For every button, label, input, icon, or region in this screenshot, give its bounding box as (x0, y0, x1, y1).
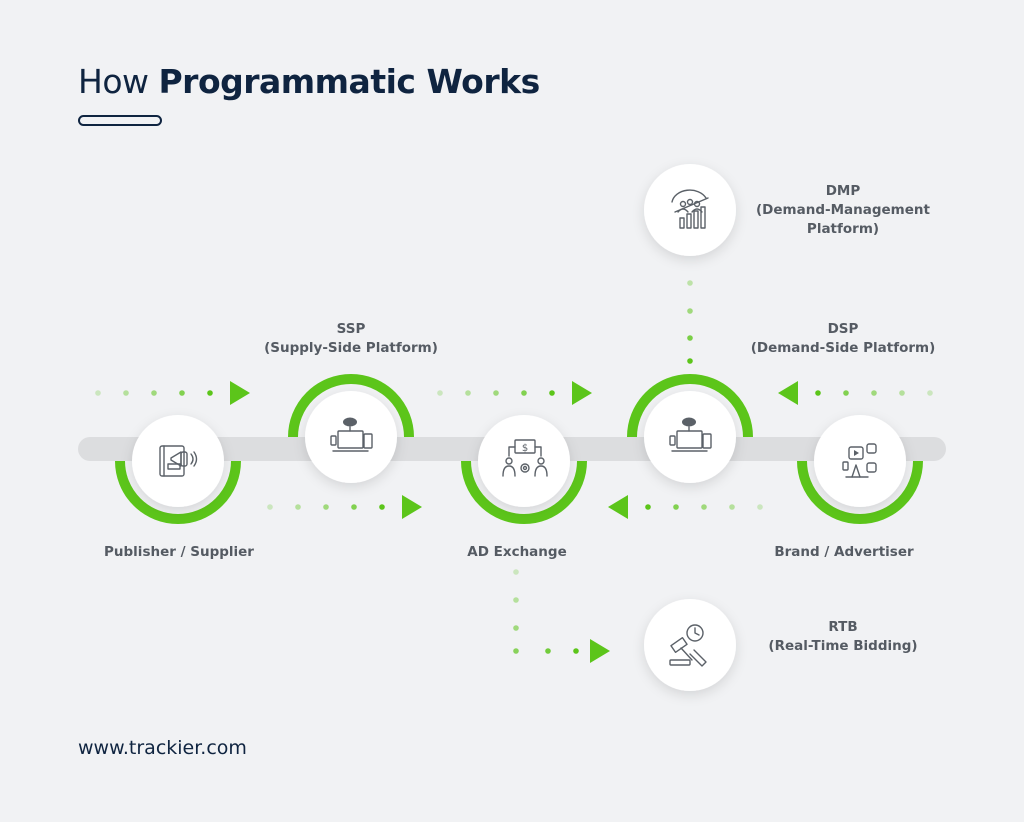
label-brand-text: Brand / Advertiser (774, 544, 914, 560)
megaphone-book-icon (159, 445, 198, 477)
footer-url: www.trackier.com (78, 737, 247, 759)
label-rtb-line1: RTB (828, 619, 858, 635)
devices-icon (330, 417, 373, 452)
label-ssp: SSP (Supply-Side Platform) (246, 320, 456, 358)
node-dsp (627, 374, 753, 483)
label-brand: Brand / Advertiser (762, 543, 926, 562)
analytics-growth-icon (671, 189, 709, 229)
arrow-brand-to-dsp (778, 381, 933, 405)
arrow-exchange-to-rtb (513, 569, 610, 663)
page-title: How Programmatic Works (78, 62, 540, 101)
svg-text:$: $ (522, 443, 528, 454)
label-exchange: AD Exchange (450, 543, 584, 562)
title-underline (78, 115, 162, 126)
label-publisher-text: Publisher / Supplier (104, 544, 254, 560)
label-dsp: DSP (Demand-Side Platform) (738, 320, 948, 358)
label-exchange-text: AD Exchange (467, 544, 567, 560)
arrow-ssp-return (267, 495, 422, 519)
title-bold: Programmatic Works (158, 62, 540, 101)
label-dsp-line1: DSP (827, 321, 859, 337)
connector-dmp-to-dsp (687, 280, 693, 364)
label-dmp-line2: (Demand-Management (756, 202, 930, 218)
gavel-icon (669, 624, 707, 667)
label-dsp-line2: (Demand-Side Platform) (750, 340, 936, 356)
devices-icon (669, 417, 712, 452)
node-ad-exchange: $ (461, 415, 587, 524)
title-light: How (78, 62, 159, 101)
arrow-publisher-to-ssp (95, 381, 250, 405)
label-dmp: DMP (Demand-Management Platform) (748, 182, 938, 239)
label-ssp-line2: (Supply-Side Platform) (264, 340, 438, 356)
label-rtb-line2: (Real-Time Bidding) (768, 638, 918, 654)
arrow-dsp-to-exchange (608, 495, 763, 519)
label-publisher: Publisher / Supplier (100, 543, 258, 562)
node-rtb (644, 599, 736, 691)
node-brand (797, 415, 923, 524)
label-ssp-line1: SSP (336, 321, 366, 337)
exchange-people-icon: $ (502, 439, 548, 477)
label-dmp-line3: Platform) (806, 221, 880, 237)
node-publisher (115, 415, 241, 524)
node-dmp (644, 164, 736, 256)
label-dmp-line1: DMP (825, 183, 861, 199)
node-ssp (288, 374, 414, 483)
social-media-icon (842, 443, 877, 478)
label-rtb: RTB (Real-Time Bidding) (758, 618, 928, 656)
arrow-ssp-to-exchange (437, 381, 592, 405)
